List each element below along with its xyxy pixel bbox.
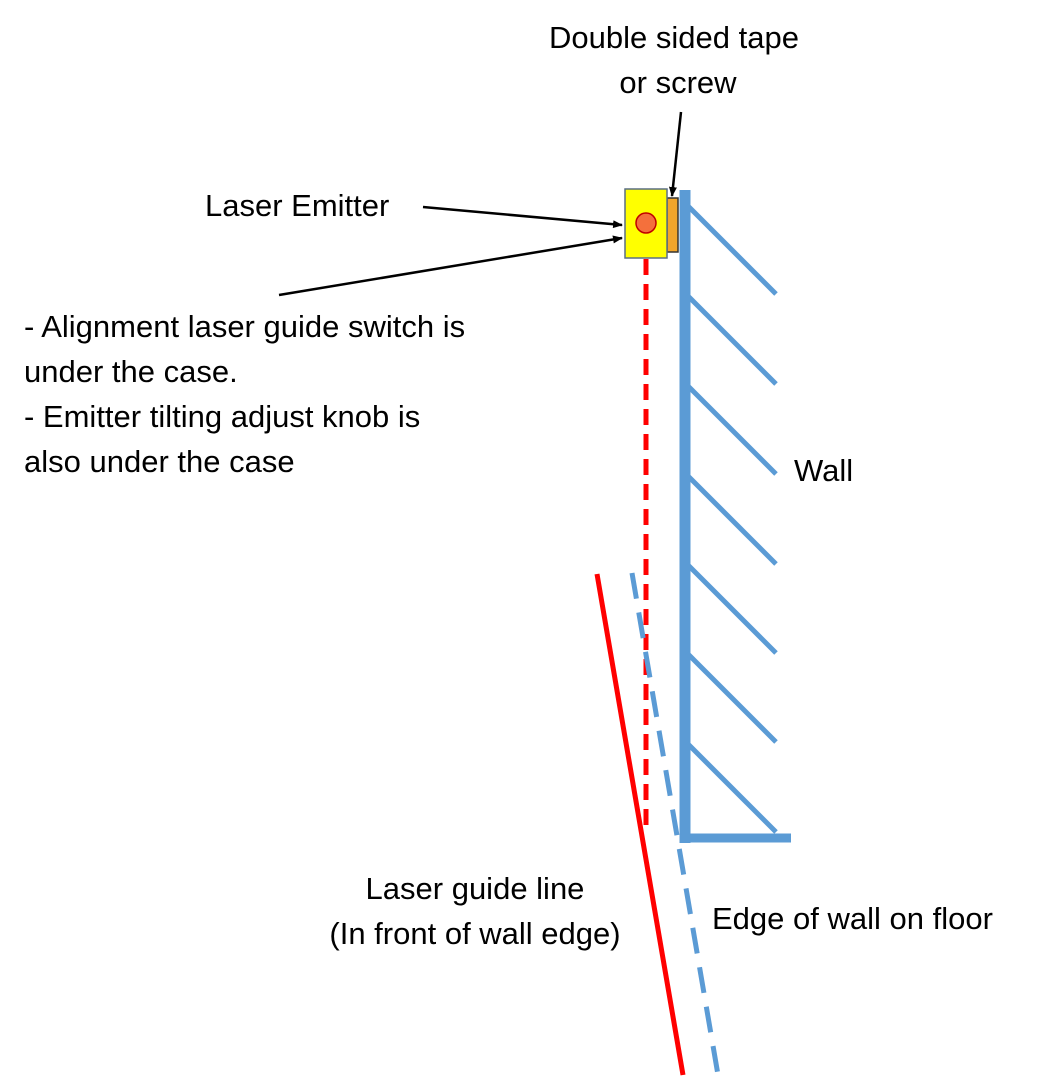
tape-label-line2: or screw [619,65,737,100]
laser-emitter-dot [635,212,657,234]
hatch-line [685,473,778,566]
wall-edge-dashed-line [629,572,721,1076]
wall-hatching [685,203,778,834]
note-line1: - Alignment laser guide switch is [24,309,465,344]
hatch-line [685,383,778,476]
note-line4: also under the case [24,444,295,479]
tape-label-line1: Double sided tape [549,20,799,55]
guide-line-label-line2: (In front of wall edge) [329,916,620,951]
hatch-line [685,651,778,744]
tape-pointer-arrow [668,111,683,197]
wall-label: Wall [794,453,853,488]
guide-line-label-line1: Laser guide line [366,871,585,906]
tape-block [666,197,679,253]
hatch-line [685,293,778,386]
wall-edge-label: Edge of wall on floor [712,901,993,936]
laser-emitter-label: Laser Emitter [205,188,389,223]
note-pointer-arrow [278,235,623,297]
emitter-pointer-arrow [422,205,623,229]
note-line2: under the case. [24,354,238,389]
hatch-line [685,741,778,834]
hatch-line [685,562,778,655]
note-line3: - Emitter tilting adjust knob is [24,399,420,434]
laser-guide-line [594,573,686,1076]
hatch-line [685,203,778,296]
